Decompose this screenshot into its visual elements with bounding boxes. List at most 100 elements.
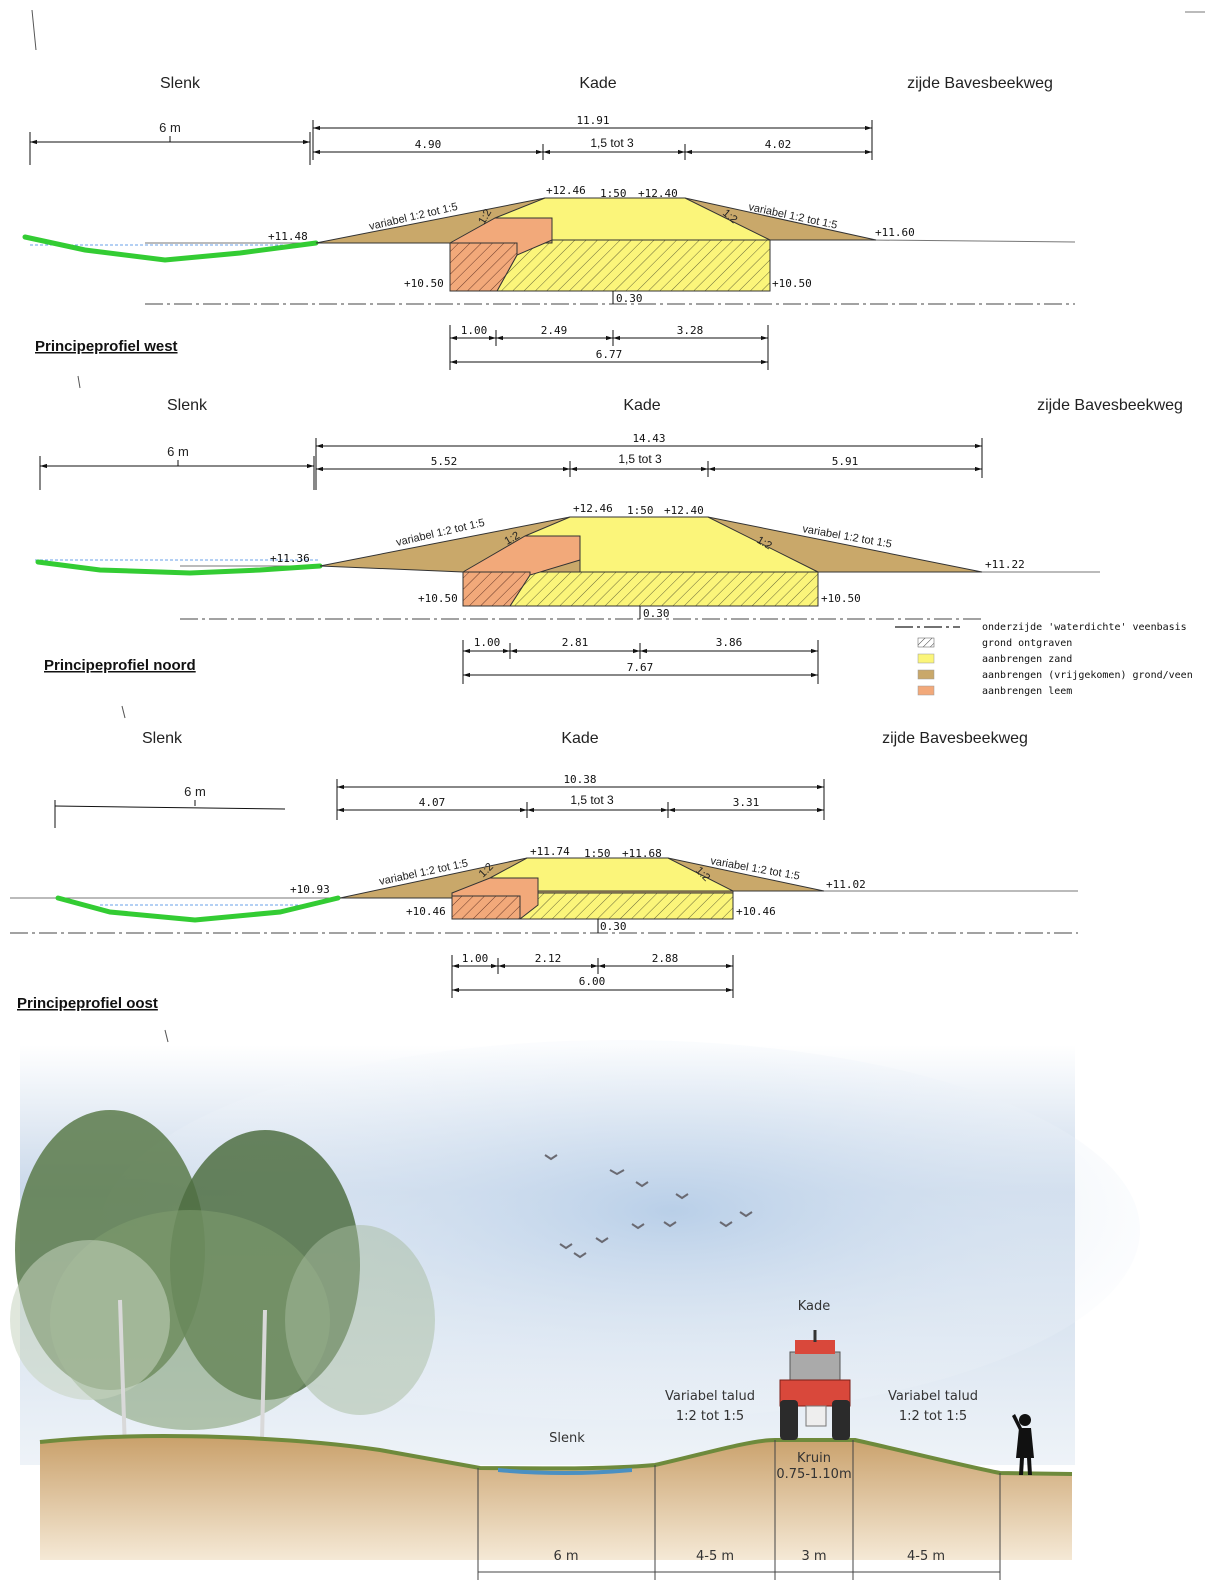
legend-swatch-ontgraven — [917, 637, 935, 648]
legend-label: aanbrengen leem — [982, 686, 1072, 697]
legend-swatch-grond — [917, 669, 935, 680]
ill-talud-left-1: Variabel talud — [665, 1389, 755, 1404]
dim-right: 5.91 — [832, 455, 859, 468]
level-slenk: +10.93 — [290, 883, 330, 896]
tractor-icon — [779, 1330, 851, 1440]
slenk-header: Slenk — [167, 397, 208, 414]
profile-oost: Slenk Kade zijde Bavesbeekweg 6 m 10.38 … — [10, 730, 1078, 1012]
level-slenk: +11.48 — [268, 230, 308, 243]
person-icon — [1012, 1414, 1034, 1475]
profile-west: Slenk Kade zijde Bavesbeekweg 6 m 11.91 … — [22, 75, 1076, 370]
legend: onderzijde 'waterdichte' veenbasis grond… — [895, 622, 1193, 697]
illustration: Kade Variabel talud 1:2 tot 1:5 Variabel… — [10, 1040, 1140, 1580]
profile-title: Principeprofiel oost — [17, 995, 158, 1012]
legend-label: aanbrengen zand — [982, 654, 1072, 665]
ill-kruin-1: Kruin — [797, 1451, 831, 1466]
dim-6m: 6 m — [167, 444, 189, 459]
grass — [39, 1434, 1073, 1476]
crest-slope: 1:50 — [600, 187, 627, 200]
dim-crest: 1,5 tot 3 — [590, 136, 634, 150]
level-crest-left: +12.46 — [573, 502, 613, 515]
level-base-left: +10.46 — [406, 905, 446, 918]
dim-bot-a: 1.00 — [462, 952, 489, 965]
zijde-header: zijde Bavesbeekweg — [907, 75, 1053, 92]
dim-bot-c: 3.86 — [716, 636, 743, 649]
level-base-right: +10.50 — [821, 592, 861, 605]
slenk-header: Slenk — [142, 730, 183, 747]
dim-total: 11.91 — [576, 114, 609, 127]
legend-label: onderzijde 'waterdichte' veenbasis — [982, 622, 1187, 633]
ill-dim: 4-5 m — [907, 1549, 945, 1564]
level-crest-left: +11.74 — [530, 845, 570, 858]
dim-total: 10.38 — [563, 773, 596, 786]
water — [498, 1468, 632, 1475]
level-base-left: +10.50 — [404, 277, 444, 290]
level-crest-right: +12.40 — [638, 187, 678, 200]
level-right: +11.22 — [985, 558, 1025, 571]
profile-title: Principeprofiel noord — [44, 657, 196, 674]
slenk-header: Slenk — [160, 75, 201, 92]
dim-bot-c: 2.88 — [652, 952, 679, 965]
dim-bot-total: 7.67 — [627, 661, 654, 674]
kade-header: Kade — [623, 397, 660, 414]
kade-header: Kade — [579, 75, 616, 92]
soil — [40, 1436, 1072, 1560]
dim-line-6m — [54, 805, 286, 810]
legend-swatch-zand — [917, 653, 935, 664]
legend-swatch-leem — [917, 685, 935, 696]
legend-label: grond ontgraven — [982, 638, 1072, 649]
legend-label: aanbrengen (vrijgekomen) grond/veen — [982, 670, 1193, 681]
birds-icon — [544, 1154, 753, 1259]
dim-bot-a: 1.00 — [461, 324, 488, 337]
level-base-right: +10.50 — [772, 277, 812, 290]
ill-dim: 6 m — [553, 1549, 578, 1564]
slenk-bed — [55, 895, 341, 923]
dim-right: 3.31 — [733, 796, 760, 809]
profile-title: Principeprofiel west — [35, 338, 178, 355]
profile-noord: Slenk Kade zijde Bavesbeekweg 6 m 14.43 … — [35, 397, 1183, 684]
dim-bot-c: 3.28 — [677, 324, 704, 337]
dim-left: 4.07 — [419, 796, 446, 809]
dim-bot-total: 6.00 — [579, 975, 606, 988]
level-right: +11.02 — [826, 878, 866, 891]
dim-bot-b: 2.81 — [562, 636, 589, 649]
dim-bot-b: 2.12 — [535, 952, 562, 965]
dim-bot-total: 6.77 — [596, 348, 623, 361]
depth-label: 0.30 — [600, 920, 627, 933]
depth-label: 0.30 — [643, 607, 670, 620]
level-crest-right: +12.40 — [664, 504, 704, 517]
ill-slenk: Slenk — [549, 1431, 585, 1446]
level-right: +11.60 — [875, 226, 915, 239]
dim-6m: 6 m — [159, 120, 181, 135]
ill-dim: 4-5 m — [696, 1549, 734, 1564]
ill-dim: 3 m — [801, 1549, 826, 1564]
dim-right: 4.02 — [765, 138, 792, 151]
depth-label: 0.30 — [616, 292, 643, 305]
dim-bot-b: 2.49 — [541, 324, 568, 337]
dim-6m: 6 m — [184, 784, 206, 799]
level-slenk: +11.36 — [270, 552, 310, 565]
dim-total: 14.43 — [632, 432, 665, 445]
dim-bot-a: 1.00 — [474, 636, 501, 649]
dim-left: 4.90 — [415, 138, 442, 151]
zijde-header: zijde Bavesbeekweg — [1037, 397, 1183, 414]
crest-slope: 1:50 — [584, 847, 611, 860]
level-base-left: +10.50 — [418, 592, 458, 605]
ill-kade: Kade — [798, 1299, 831, 1314]
ill-talud-right-1: Variabel talud — [888, 1389, 978, 1404]
ill-kruin-2: 0.75-1.10m — [776, 1467, 851, 1482]
slenk-bed — [22, 234, 319, 263]
ill-talud-left-2: 1:2 tot 1:5 — [676, 1409, 744, 1424]
dim-crest: 1,5 tot 3 — [570, 793, 614, 807]
zijde-header: zijde Bavesbeekweg — [882, 730, 1028, 747]
dim-crest: 1,5 tot 3 — [618, 452, 662, 466]
level-base-right: +10.46 — [736, 905, 776, 918]
crest-slope: 1:50 — [627, 504, 654, 517]
level-crest-left: +12.46 — [546, 184, 586, 197]
level-crest-right: +11.68 — [622, 847, 662, 860]
slenk-bed — [35, 559, 323, 576]
dim-left: 5.52 — [431, 455, 458, 468]
kade-header: Kade — [561, 730, 598, 747]
trees-icon — [10, 1110, 435, 1451]
